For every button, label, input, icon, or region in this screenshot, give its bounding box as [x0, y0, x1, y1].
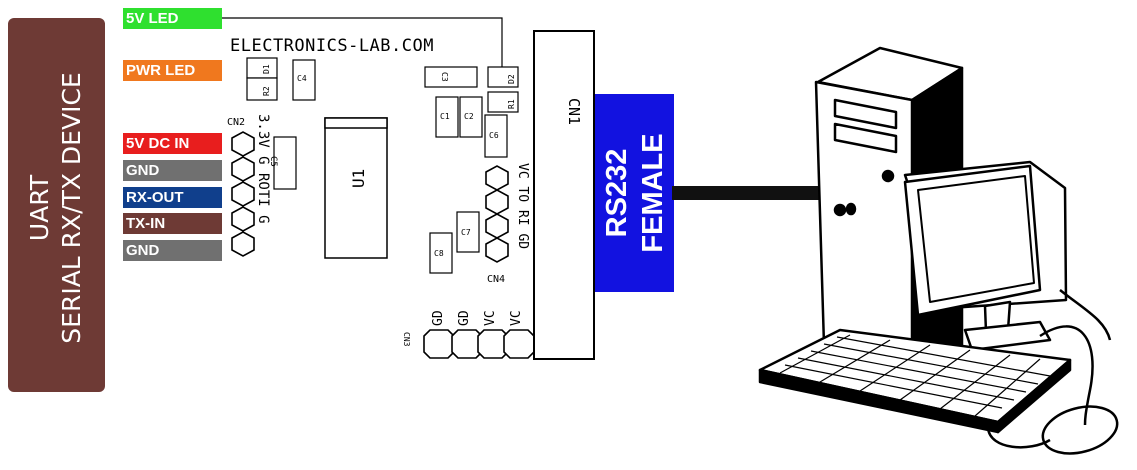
c2-outline [459, 96, 483, 138]
pin-tag-gnd-1: GND [123, 160, 222, 181]
serial-cable [672, 186, 820, 200]
c4-label: C4 [297, 74, 307, 83]
c5-outline [273, 136, 297, 190]
cn3-pin-4: VC [509, 310, 524, 326]
uart-device-box: UART SERIAL RX/TX DEVICE [8, 18, 105, 392]
cn1-label: CN1 [565, 98, 583, 126]
c6-outline [484, 114, 508, 158]
c1-label: C1 [440, 112, 450, 121]
cn3-header [423, 329, 535, 359]
cn3-label: CN3 [402, 332, 411, 347]
cn1-connector: CN1 [533, 30, 595, 360]
u1-tab [324, 117, 388, 129]
c7-label: C7 [461, 228, 471, 237]
c5-label: C5 [268, 156, 278, 167]
u1-outline [324, 117, 388, 259]
r1-outline [487, 91, 519, 113]
led-wire [222, 17, 503, 70]
rs232-connector: RS232 FEMALE [595, 94, 674, 292]
led-5v-tag: 5V LED [123, 8, 222, 29]
c8-label: C8 [434, 249, 444, 258]
cn3-pin-2: GD [457, 310, 472, 326]
d1-label: D1 [262, 64, 271, 74]
c4-outline [292, 59, 316, 101]
d2-label: D2 [507, 74, 516, 84]
c8-outline [429, 232, 453, 274]
pin-tag-5v-dc-in: 5V DC IN [123, 133, 222, 154]
c3-outline [424, 66, 478, 88]
cn2-pin-labels: 3.3V G ROTI G [255, 114, 271, 224]
c1-outline [435, 96, 459, 138]
led-pwr-tag: PWR LED [123, 60, 222, 81]
c3-label: C3 [440, 72, 449, 82]
d2-outline [487, 66, 519, 88]
cn3-pin-1: GD [431, 310, 446, 326]
cn3-pin-3: VC [483, 310, 498, 326]
pin-tag-gnd-2: GND [123, 240, 222, 261]
c2-label: C2 [464, 112, 474, 121]
cn2-label: CN2 [227, 117, 246, 128]
pin-tag-rx-out: RX-OUT [123, 187, 222, 208]
r2-label: R2 [262, 86, 271, 96]
desktop-computer-icon [758, 46, 1119, 455]
u1-label: U1 [349, 168, 368, 188]
pin-tag-tx-in: TX-IN [123, 213, 222, 234]
c6-label: C6 [489, 131, 499, 140]
r2-outline [246, 77, 278, 101]
cn4-label: CN4 [487, 274, 506, 285]
pcb-title: ELECTRONICS-LAB.COM [230, 36, 434, 56]
r1-label: R1 [507, 99, 516, 109]
rs232-label: RS232 FEMALE [599, 133, 671, 252]
cn4-pin-labels: VC TO RI GD [515, 163, 530, 250]
rs232-label-line1: RS232 [601, 148, 633, 238]
rs232-label-line2: FEMALE [637, 133, 669, 253]
cn2-header [231, 131, 255, 257]
cn4-header [485, 165, 509, 263]
c7-outline [456, 211, 480, 253]
